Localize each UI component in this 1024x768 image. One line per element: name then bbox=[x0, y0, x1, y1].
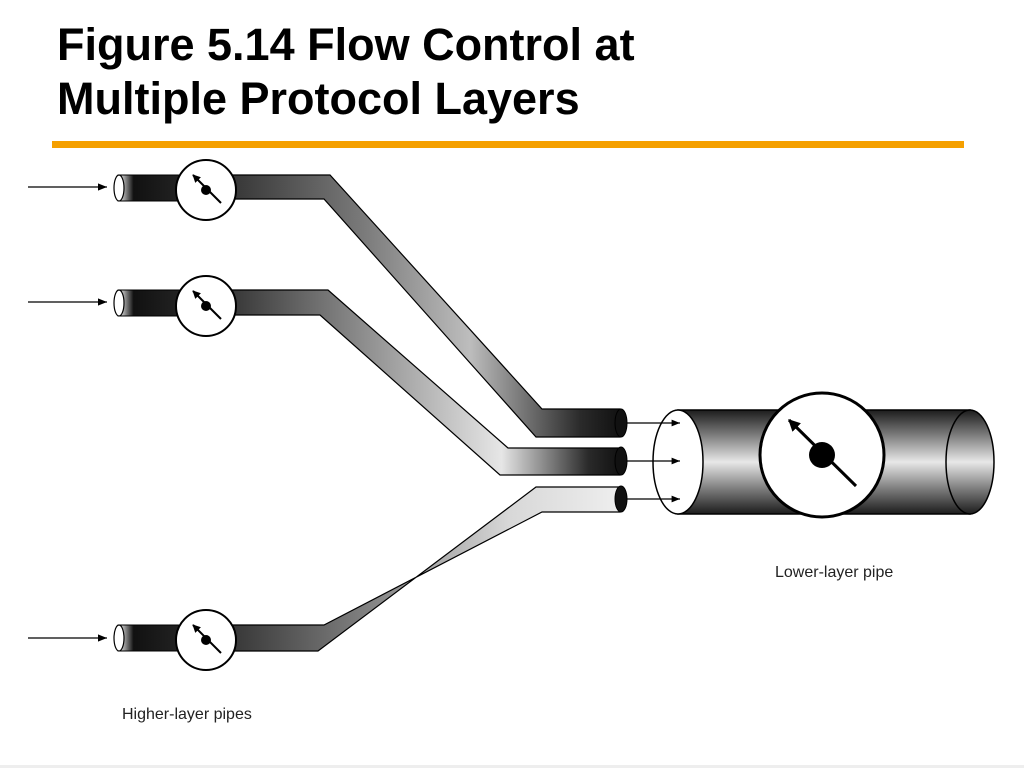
pipe-2-inlet bbox=[117, 289, 181, 317]
flow-control-valve-icon bbox=[175, 159, 237, 221]
pipe-2-channel bbox=[224, 289, 621, 476]
title-underline bbox=[52, 141, 964, 148]
pipe-3-inlet bbox=[117, 624, 181, 652]
higher-layer-pipe-3 bbox=[28, 485, 628, 671]
title-line-2: Multiple Protocol Layers bbox=[57, 73, 580, 124]
lower-layer-pipe-label: Lower-layer pipe bbox=[775, 564, 894, 581]
higher-layer-pipe-2 bbox=[28, 275, 628, 476]
title-line-1: Figure 5.14 Flow Control at bbox=[57, 19, 635, 70]
slide-title: Figure 5.14 Flow Control at Multiple Pro… bbox=[57, 18, 957, 126]
flow-control-valve-icon bbox=[758, 391, 886, 519]
pipe-1-inlet bbox=[117, 174, 181, 202]
higher-layer-pipes-label: Higher-layer pipes bbox=[122, 706, 252, 723]
lower-layer-pipe bbox=[627, 391, 995, 519]
flow-control-valve-icon bbox=[175, 275, 237, 337]
higher-layer-pipe-1 bbox=[28, 159, 628, 438]
flow-control-valve-icon bbox=[175, 609, 237, 671]
slide-footer-strip bbox=[0, 765, 1024, 768]
pipe-3-channel bbox=[224, 486, 621, 652]
